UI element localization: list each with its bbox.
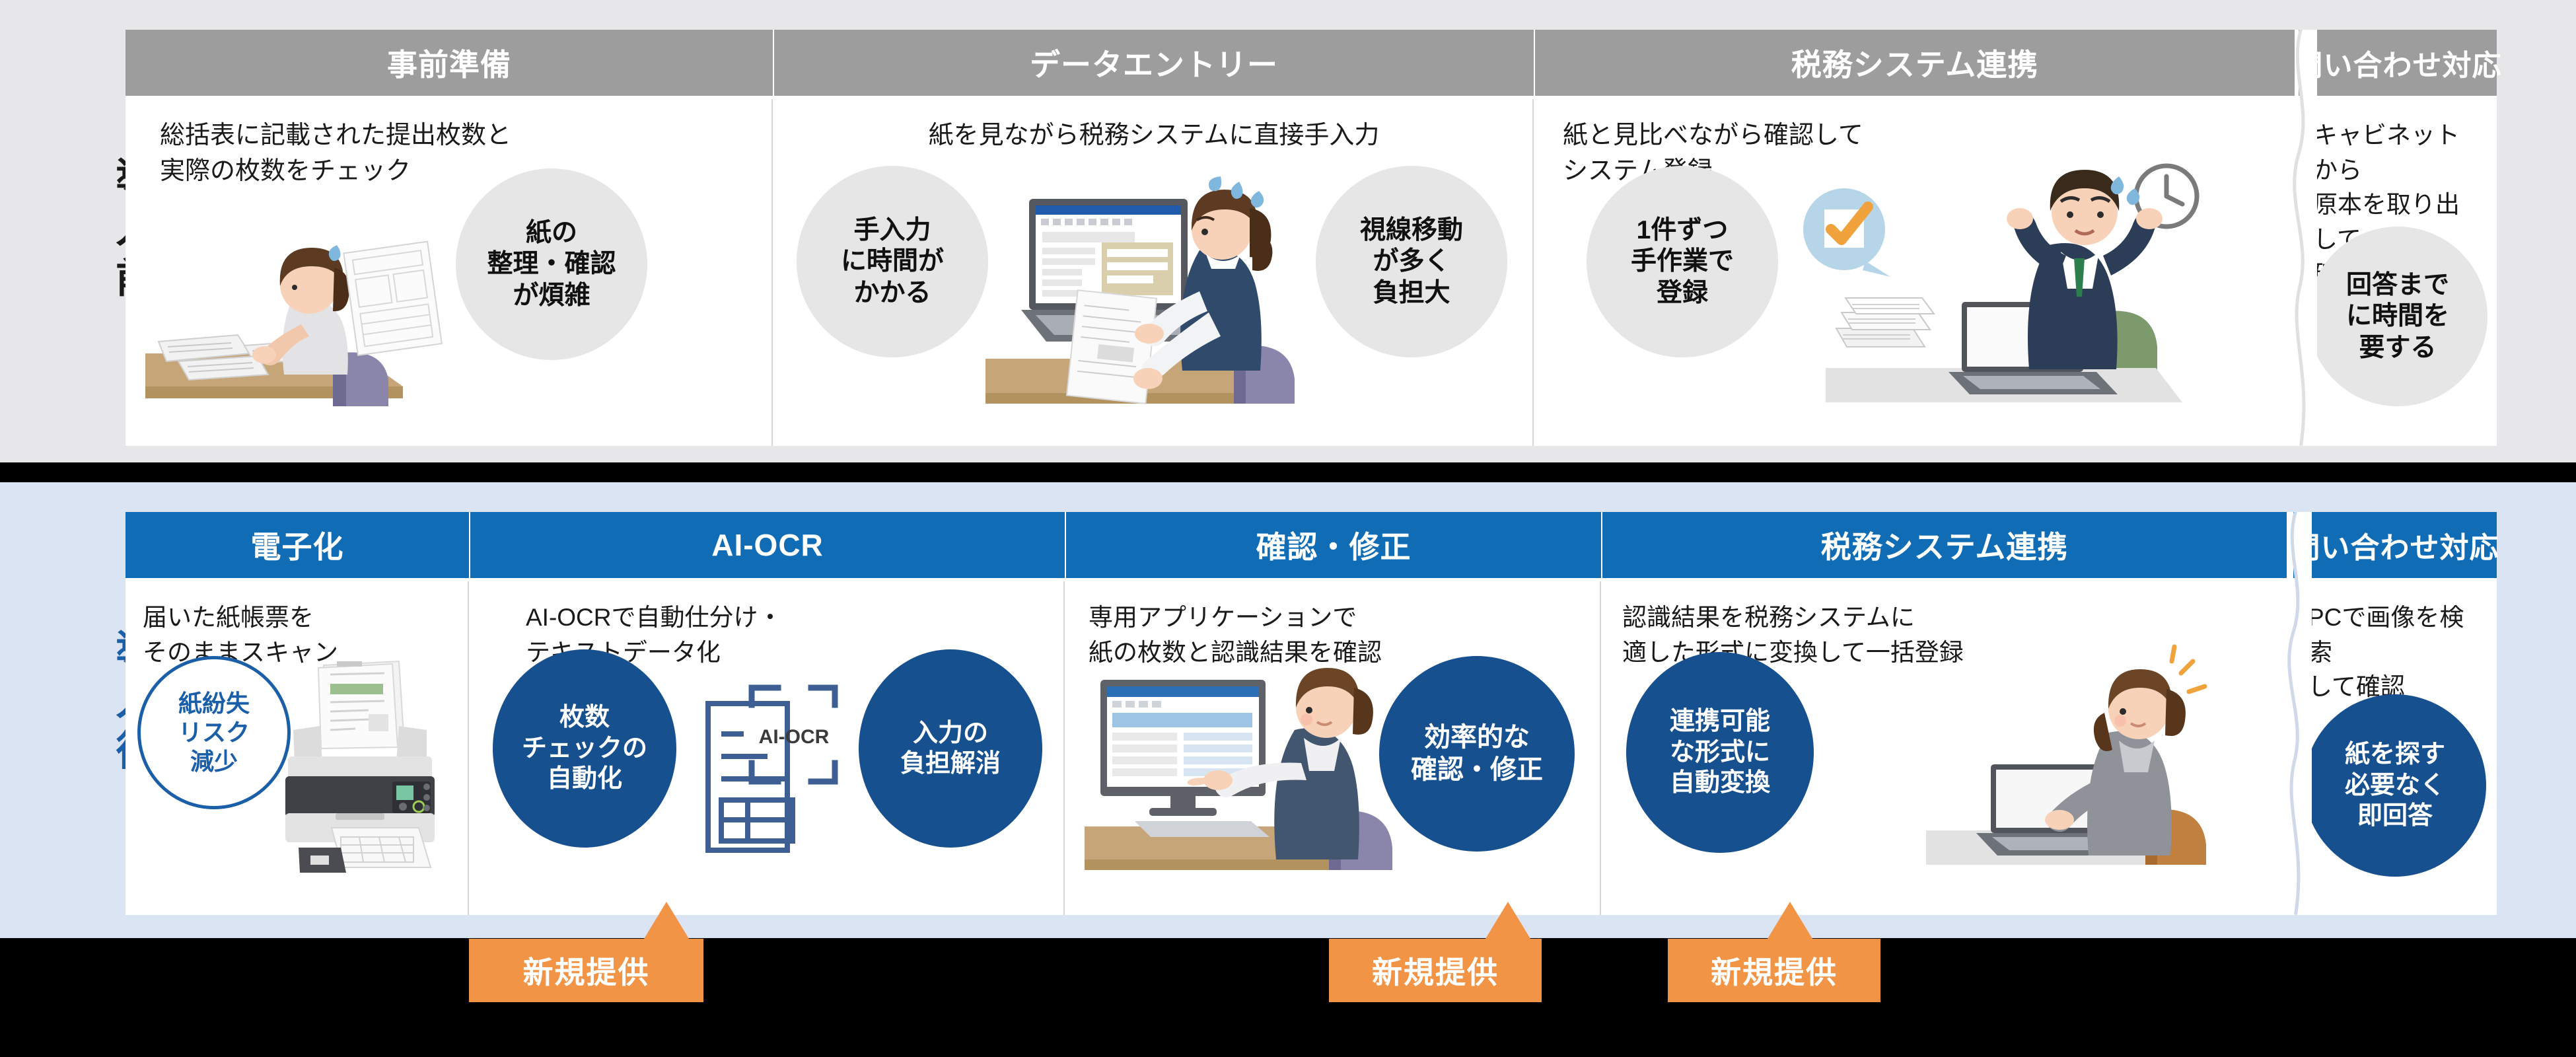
before-step-2-badge-2: 視線移動 が多く 負担大 — [1316, 166, 1507, 357]
before-step-2-title: データエントリー — [774, 30, 1534, 96]
before-step-1-badge: 紙の 整理・確認 が煩雑 — [456, 168, 647, 360]
after-step-5[interactable]: 問い合わせ対応 PCで画像を検索 して確認 紙を探す 必要なく 即回答 — [2291, 512, 2499, 915]
woman-checking-papers-at-desk-icon — [139, 188, 482, 406]
after-step-4[interactable]: 税務システム連携 認識結果を税務システムに 適した形式に変換して一括登録 — [1602, 512, 2287, 915]
after-step-3-title: 確認・修正 — [1066, 512, 1601, 578]
after-divider-2 — [1063, 581, 1065, 915]
after-step-4-badge: 連携可能 な形式に 自動変換 — [1626, 652, 1814, 853]
new-offering-arrow-2 — [1485, 902, 1530, 939]
before-step-2-body: 紙を見ながら税務システムに直接手入力 — [774, 96, 1534, 446]
after-step-5-description: PCで画像を検索 して確認 — [2308, 604, 2464, 701]
stressed-man-at-laptop-with-clock-icon — [1773, 135, 2235, 419]
after-step-2-badge-2: 入力の 負担解消 — [859, 649, 1042, 848]
before-step-1[interactable]: 事前準備 総括表に記載された提出枚数と 実際の枚数をチェック — [125, 30, 773, 446]
document-scanner-icon — [263, 657, 481, 875]
before-row-card: 事前準備 総括表に記載された提出枚数と 実際の枚数をチェック — [125, 28, 2501, 447]
before-step-4-badge: 回答まで に時間を 要する — [2308, 227, 2487, 406]
new-offering-badge-3: 新規提供 — [1668, 939, 1880, 1002]
after-step-2-title: AI-OCR — [470, 512, 1065, 578]
after-step-4-title: 税務システム連携 — [1602, 512, 2287, 578]
after-row-card: 電子化 届いた紙帳票を そのままスキャン — [125, 511, 2499, 916]
band-separator — [0, 462, 2576, 482]
after-step-4-description: 認識結果を税務システムに 適した形式に変換して一括登録 — [1622, 604, 1964, 666]
after-step-1[interactable]: 電子化 届いた紙帳票を そのままスキャン — [125, 512, 469, 915]
new-offering-arrow-1 — [644, 902, 689, 939]
ai-ocr-scan-document-icon: AI-OCR — [694, 682, 845, 861]
bottom-black-band — [0, 938, 2576, 1057]
after-divider-3 — [1600, 581, 1601, 915]
before-step-4-body: キャビネットから 原本を取り出して 確認 回答まで に時間を 要する — [2299, 96, 2497, 446]
after-step-1-badge: 紙紛失 リスク 減少 — [137, 656, 291, 809]
after-step-2-body: AI-OCRで自動仕分け・ テキストデータ化 — [470, 578, 1065, 915]
after-step-3-body: 専用アプリケーションで 紙の枚数と認識結果を確認 — [1066, 578, 1601, 915]
new-offering-arrow-3 — [1768, 902, 1812, 939]
before-step-3-badge: 1件ずつ 手作業で 登録 — [1587, 166, 1778, 357]
before-step-2[interactable]: データエントリー 紙を見ながら税務システムに直接手入力 — [774, 30, 1534, 446]
woman-typing-laptop-with-paper-icon — [972, 168, 1355, 413]
after-step-3-badge: 効率的な 確認・修正 — [1379, 656, 1575, 852]
woman-reviewing-monitor-icon — [1071, 644, 1468, 875]
before-step-2-badge-1: 手入力 に時間が かかる — [797, 166, 988, 357]
happy-woman-at-laptop-icon — [1913, 644, 2270, 882]
before-step-4[interactable]: 問い合わせ対応 キャビネットから 原本を取り出して 確認 回答まで に時間を 要… — [2294, 30, 2501, 446]
before-step-1-body: 総括表に記載された提出枚数と 実際の枚数をチェック — [125, 96, 773, 446]
after-step-2[interactable]: AI-OCR AI-OCRで自動仕分け・ テキストデータ化 — [470, 512, 1065, 915]
after-step-1-body: 届いた紙帳票を そのままスキャン — [125, 578, 469, 915]
before-step-1-description: 総括表に記載された提出枚数と 実際の枚数をチェック — [160, 122, 512, 185]
after-step-5-body: PCで画像を検索 して確認 紙を探す 必要なく 即回答 — [2293, 578, 2497, 915]
after-step-4-body: 認識結果を税務システムに 適した形式に変換して一括登録 — [1602, 578, 2287, 915]
before-step-3-body: 紙と見比べながら確認して システム登録 — [1535, 96, 2295, 446]
before-step-2-description: 紙を見ながら税務システムに直接手入力 — [928, 122, 1380, 149]
after-step-2-badge-1: 枚数 チェックの 自動化 — [493, 649, 676, 848]
after-step-5-title: 問い合わせ対応 — [2291, 512, 2499, 578]
before-step-1-title: 事前準備 — [125, 30, 773, 96]
new-offering-badge-2: 新規提供 — [1329, 939, 1542, 1002]
new-offering-badge-1: 新規提供 — [469, 939, 703, 1002]
after-step-3-description: 専用アプリケーションで 紙の枚数と認識結果を確認 — [1089, 604, 1382, 666]
before-step-4-title: 問い合わせ対応 — [2294, 30, 2501, 96]
after-step-1-description: 届いた紙帳票を そのままスキャン — [143, 604, 338, 666]
before-divider-1 — [771, 99, 773, 446]
after-step-5-badge: 紙を探す 必要なく 即回答 — [2304, 694, 2486, 877]
before-step-3-title: 税務システム連携 — [1535, 30, 2295, 96]
after-step-3[interactable]: 確認・修正 専用アプリケーションで 紙の枚数と認識結果を確認 — [1066, 512, 1601, 915]
svg-text:AI-OCR: AI-OCR — [759, 726, 830, 748]
before-step-3[interactable]: 税務システム連携 紙と見比べながら確認して システム登録 — [1535, 30, 2295, 446]
check-bubble-icon — [1803, 188, 1890, 277]
after-step-1-title: 電子化 — [125, 512, 469, 578]
after-divider-1 — [468, 581, 469, 915]
before-divider-2 — [1532, 99, 1534, 446]
